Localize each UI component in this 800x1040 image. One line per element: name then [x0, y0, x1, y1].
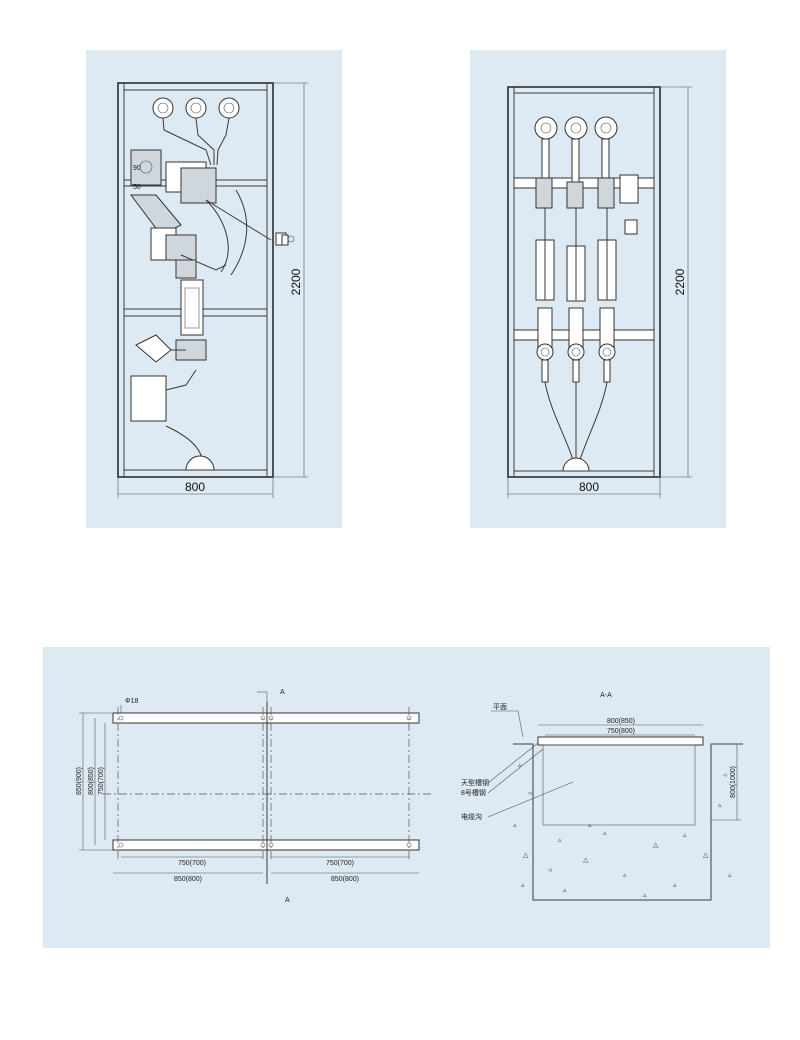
side-height-label: 2200 [289, 268, 303, 295]
front-view-panel: 800 2200 [470, 50, 726, 528]
depth-label: 800(1000) [730, 766, 737, 798]
svg-text:▵: ▵ [643, 891, 647, 899]
inner-width-label: 750(800) [607, 728, 635, 735]
base-plan-panel: A A Φ18 850(900) 800(850) 750(700) 750(7… [43, 647, 770, 948]
svg-text:△: △ [583, 856, 589, 864]
front-height-label: 2200 [673, 268, 687, 295]
left-dim-1: 850(900) [76, 767, 83, 795]
bottom-dim-outer-right: 850(800) [331, 876, 359, 883]
top-channel [112, 712, 420, 724]
svg-text:▵: ▵ [673, 881, 677, 889]
svg-text:▵: ▵ [521, 881, 525, 889]
svg-text:◃: ◃ [528, 789, 532, 797]
side-width-label: 800 [185, 480, 205, 494]
svg-text:◃: ◃ [723, 771, 727, 779]
bottom-dim-inner-right: 750(700) [326, 860, 354, 867]
svg-text:△: △ [653, 841, 659, 849]
front-view-drawing: 800 2200 [507, 86, 692, 498]
left-dim-2: 800(850) [88, 767, 95, 795]
svg-text:◃: ◃ [548, 866, 552, 874]
svg-text:▵: ▵ [588, 821, 592, 829]
dim-label-50: 50 [133, 184, 141, 191]
svg-text:▵: ▵ [558, 836, 562, 844]
svg-text:▵: ▵ [718, 801, 722, 809]
outer-width-label: 800(850) [607, 718, 635, 725]
trench-label: 电缆沟 [461, 812, 482, 821]
bottom-dim-inner-left: 750(700) [178, 860, 206, 867]
base-plan-drawing: A A Φ18 850(900) 800(850) 750(700) 750(7… [76, 689, 743, 904]
floor-label: 平面 [493, 703, 507, 711]
channel2-label: 8号槽钢 [461, 788, 486, 797]
dim-label-90: 90 [133, 165, 141, 172]
section-mark-top: A [280, 689, 285, 696]
side-view-drawing: 90 50 800 2200 [117, 82, 308, 498]
bottom-channel [112, 839, 420, 851]
section-title: A-A [600, 692, 612, 699]
svg-text:▵: ▵ [563, 886, 567, 894]
svg-text:▵: ▵ [728, 871, 732, 879]
svg-text:△: △ [703, 851, 709, 859]
svg-text:△: △ [523, 851, 529, 859]
svg-text:▵: ▵ [623, 871, 627, 879]
svg-text:▵: ▵ [513, 821, 517, 829]
svg-text:▵: ▵ [518, 761, 522, 769]
front-width-label: 800 [579, 480, 599, 494]
svg-text:▵: ▵ [683, 831, 687, 839]
hole-label: Φ18 [125, 698, 138, 705]
channel-label: 天型槽钢 [461, 778, 489, 787]
bottom-dim-outer-left: 850(800) [174, 876, 202, 883]
cabinet-outline [507, 86, 661, 478]
cabinet-outline [117, 82, 274, 478]
svg-text:▵: ▵ [603, 829, 607, 837]
left-dim-3: 750(700) [98, 767, 105, 795]
side-view-panel: 90 50 800 2200 [86, 50, 342, 528]
section-mark-bottom: A [285, 897, 290, 904]
aggregate-marks: ▵ ◃ ▵ △ ▵ ▵ △ ▵ ▵ △ ▵ ▵ △ ▵ ▵ ◃ ▵ ▵ ▵ ◃ [513, 761, 732, 899]
